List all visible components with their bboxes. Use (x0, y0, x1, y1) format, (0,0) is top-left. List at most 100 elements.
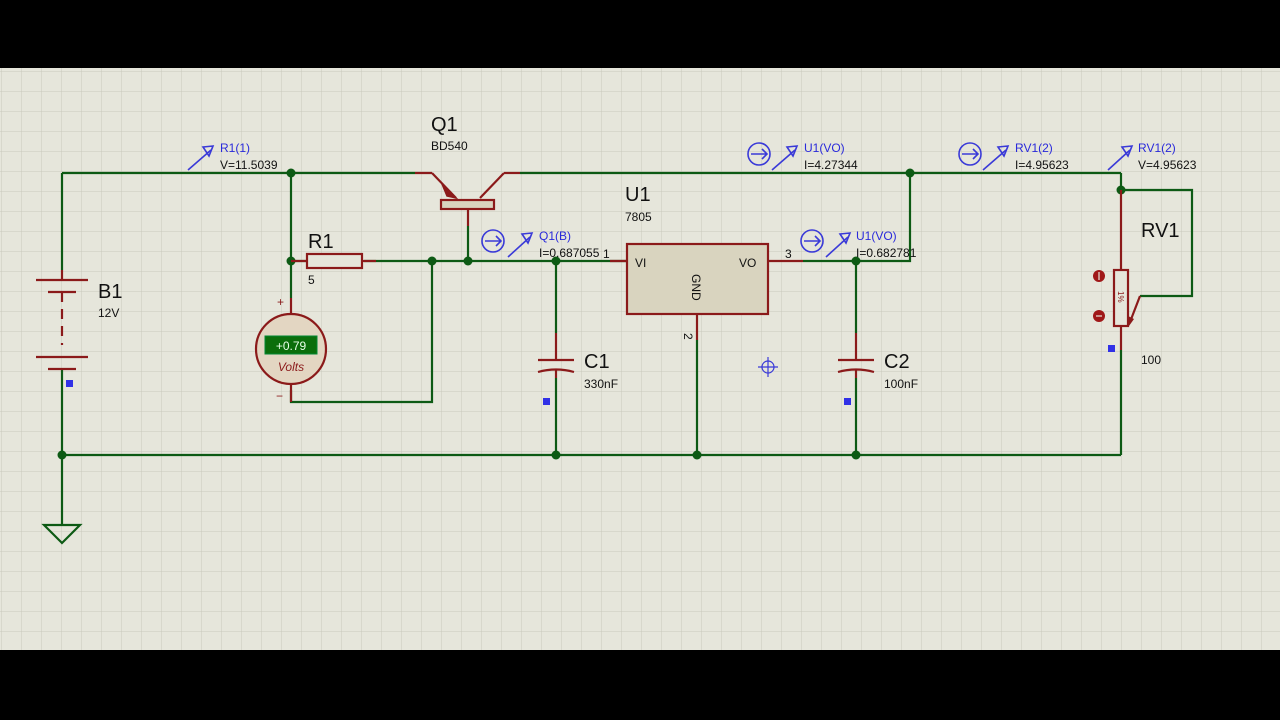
u1-pin-number-1: 1 (603, 247, 610, 261)
voltmeter-unit: Volts (278, 360, 304, 374)
c1-plate-curved (537, 368, 575, 374)
q1-collector (479, 172, 505, 199)
bottom-letterbox (0, 650, 1280, 720)
probe-name: U1(VO) (804, 141, 845, 155)
wire-u1-vo (803, 173, 912, 263)
capacitor-c2[interactable]: C2 100nF (837, 333, 918, 405)
b1-value: 12V (98, 306, 119, 320)
probe-arrow-icon (201, 145, 215, 158)
u1-pin-gnd: GND (689, 274, 703, 301)
probe-reading: I=4.27344 (804, 158, 858, 172)
q1-base-bar (439, 198, 496, 211)
u1-pin-number-2: 2 (681, 333, 695, 340)
current-probe-icon (800, 229, 824, 253)
junction-dot (551, 450, 561, 460)
potentiometer-rv1[interactable]: 1% RV1 100 (1093, 190, 1180, 367)
current-probe-q1b[interactable]: Q1(B) I=0.687055 (481, 229, 600, 260)
junction-dot (551, 256, 561, 266)
probe-arrow-icon (785, 145, 799, 158)
q1-ref: Q1 (431, 114, 458, 136)
battery-b1[interactable]: B1 12V (36, 270, 122, 387)
probe-arrow-icon (838, 232, 852, 245)
junction-dot (851, 256, 861, 266)
current-probe-u1vo-mid[interactable]: U1(VO) I=0.682781 (800, 229, 917, 260)
current-arrow-icon (804, 235, 822, 247)
junction-dot (851, 450, 861, 460)
current-probe-icon (747, 142, 771, 166)
voltmeter-minus: − (276, 389, 283, 403)
ground-triangle-icon (41, 523, 83, 545)
voltmeter-reading: +0.79 (276, 339, 307, 353)
current-arrow-icon (485, 235, 503, 247)
crosshair-icon (758, 357, 778, 377)
u1-ref: U1 (625, 184, 651, 206)
probe-reading: I=0.682781 (856, 246, 917, 260)
wires (60, 171, 1194, 525)
u1-body (625, 242, 770, 316)
transistor-q1[interactable]: Q1 BD540 (415, 114, 520, 226)
probe-reading: I=4.95623 (1015, 158, 1069, 172)
probe-arrow-icon (520, 232, 534, 245)
current-arrow-icon (751, 148, 769, 160)
probe-reading: I=0.687055 (539, 246, 600, 260)
c2-plate-curved (837, 368, 875, 374)
junction-dot (286, 168, 296, 178)
current-probe-u1vo-top[interactable]: U1(VO) I=4.27344 (747, 141, 858, 172)
probe-name: R1(1) (220, 141, 250, 155)
junction-dot (692, 450, 702, 460)
q1-arrow-icon (441, 183, 459, 200)
rv1-value: 100 (1141, 353, 1161, 367)
c1-value: 330nF (584, 377, 618, 391)
current-probe-icon (481, 229, 505, 253)
u1-pin-vi: VI (635, 256, 646, 270)
voltage-probe-rv1[interactable]: RV1(2) V=4.95623 (1107, 141, 1197, 172)
rv1-wiper-arrow-icon (1128, 316, 1134, 326)
probe-name: RV1(2) (1015, 141, 1053, 155)
rv1-wiper (1128, 295, 1142, 323)
voltage-probe-r1[interactable]: R1(1) V=11.5039 (187, 141, 278, 172)
selection-marker (1108, 345, 1115, 352)
resistor-r1[interactable]: R1 5 (291, 231, 376, 287)
probe-arrow-icon (1120, 145, 1134, 158)
voltmeter-plus: + (277, 295, 284, 309)
u1-value: 7805 (625, 210, 652, 224)
junction-dot (57, 450, 67, 460)
selection-marker (543, 398, 550, 405)
probe-name: RV1(2) (1138, 141, 1176, 155)
canvas-grid (0, 68, 1280, 650)
top-letterbox (0, 0, 1280, 68)
c2-ref: C2 (884, 351, 910, 373)
regulator-u1[interactable]: U1 7805 VI VO GND 1 3 2 (603, 184, 803, 340)
current-arrow-icon (962, 148, 980, 160)
probe-arrow-icon (996, 145, 1010, 158)
u1-pin-vo: VO (739, 256, 756, 270)
c1-ref: C1 (584, 351, 610, 373)
capacitor-c1[interactable]: C1 330nF (537, 333, 618, 405)
current-probe-rv1[interactable]: RV1(2) I=4.95623 (958, 141, 1069, 172)
junction-dot (463, 256, 473, 266)
junction-dot (427, 256, 437, 266)
voltmeter[interactable]: +0.79 Volts + − (254, 295, 328, 403)
q1-value: BD540 (431, 139, 468, 153)
voltmeter-display (264, 335, 318, 355)
wire-rv1-wiper (1119, 173, 1194, 298)
r1-value: 5 (308, 273, 315, 287)
r1-ref: R1 (308, 231, 334, 253)
probe-name: Q1(B) (539, 229, 571, 243)
u1-pin-number-3: 3 (785, 247, 792, 261)
selection-marker (66, 380, 73, 387)
probe-reading: V=4.95623 (1138, 158, 1197, 172)
c2-value: 100nF (884, 377, 918, 391)
probe-reading: V=11.5039 (220, 158, 278, 172)
probe-name: U1(VO) (856, 229, 897, 243)
b1-ref: B1 (98, 281, 122, 303)
current-probe-icon (958, 142, 982, 166)
rv1-ref: RV1 (1141, 220, 1180, 242)
r1-body (305, 252, 364, 270)
rv1-percent: 1% (1116, 291, 1125, 303)
selection-marker (844, 398, 851, 405)
ground-symbol[interactable] (41, 523, 83, 545)
junction-dot (905, 168, 915, 178)
